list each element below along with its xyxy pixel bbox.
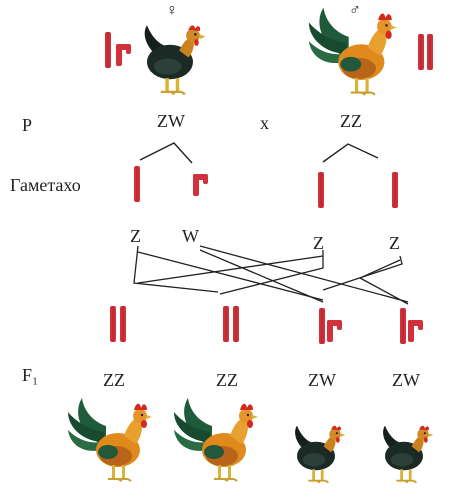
offspring-4-hen bbox=[383, 426, 433, 483]
female-symbol-icon: ♀ bbox=[166, 3, 178, 19]
offspring-2-genotype: ZZ bbox=[216, 371, 238, 389]
parent-female-chromosomes bbox=[105, 32, 131, 68]
offspring-2-rooster bbox=[174, 398, 258, 481]
parent-male-genotype: ZZ bbox=[340, 112, 362, 130]
offspring-chromosomes bbox=[110, 306, 423, 344]
gamete-male-z-1: Z bbox=[313, 234, 324, 252]
cross-symbol: x bbox=[260, 114, 269, 132]
parent-rooster-image bbox=[309, 8, 397, 95]
row-label-f1: F₁ bbox=[22, 366, 38, 384]
parent-female-genotype: ZW bbox=[157, 112, 185, 130]
parent-to-gamete-lines bbox=[140, 143, 378, 163]
gamete-female-w: W bbox=[182, 227, 199, 245]
offspring-3-genotype: ZW bbox=[308, 371, 336, 389]
offspring-1-rooster bbox=[68, 398, 152, 481]
gamete-female-z: Z bbox=[130, 227, 141, 245]
row-label-gametes: Гаметахо bbox=[10, 176, 81, 194]
offspring-4-genotype: ZW bbox=[392, 371, 420, 389]
cross-lines bbox=[134, 246, 408, 304]
parent-male-chromosomes bbox=[418, 34, 433, 70]
row-label-p: P bbox=[22, 116, 32, 134]
gamete-male-z-2: Z bbox=[389, 234, 400, 252]
parent-hen-image bbox=[145, 25, 206, 94]
offspring-3-hen bbox=[295, 426, 345, 483]
offspring-1-genotype: ZZ bbox=[103, 371, 125, 389]
male-symbol-icon: ♂ bbox=[349, 3, 361, 19]
gamete-chromosomes bbox=[134, 166, 398, 208]
